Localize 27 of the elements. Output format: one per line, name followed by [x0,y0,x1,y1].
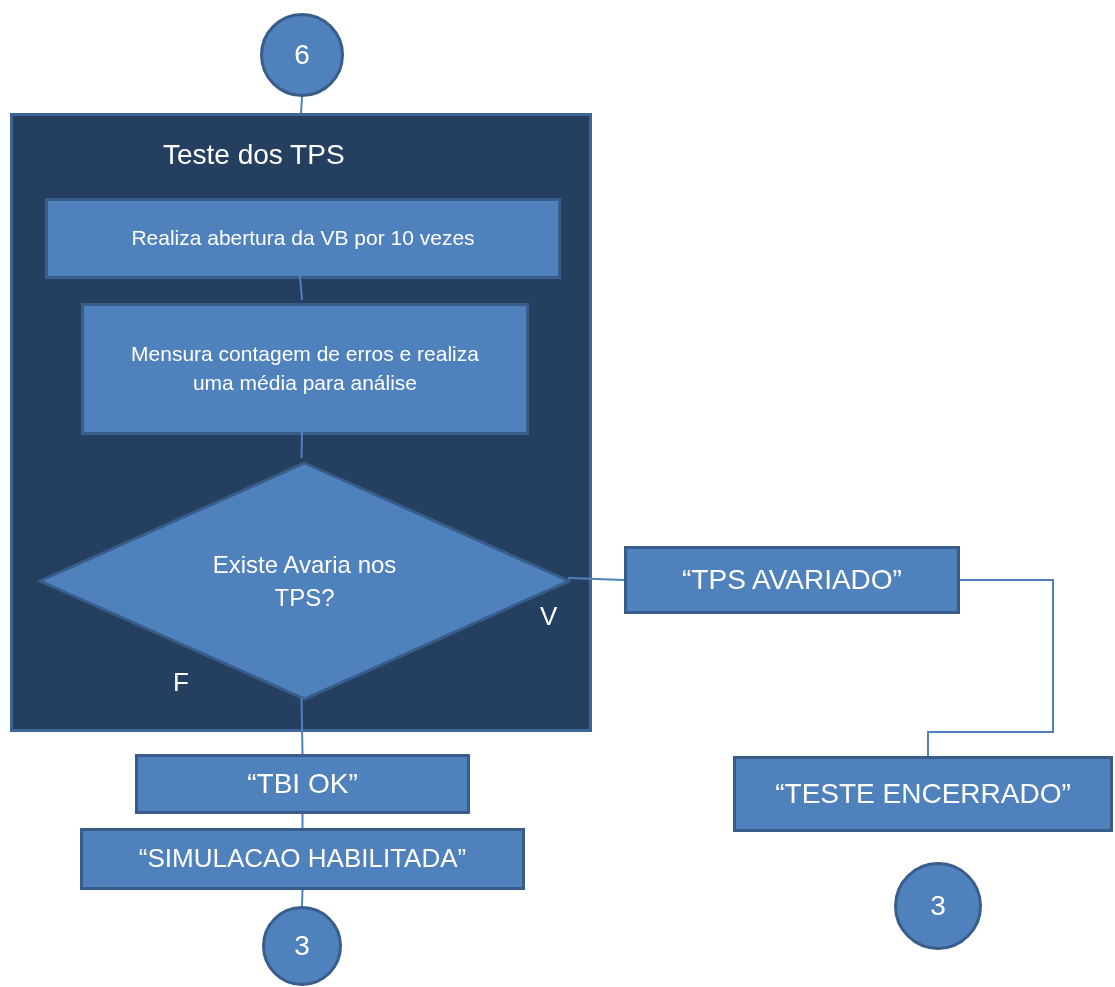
connector-line [300,96,303,114]
node-text: 6 [294,37,310,72]
node-text: “TPS AVARIADO” [682,562,902,597]
connector-line [927,579,1054,757]
node-text: “TBI OK” [247,766,358,801]
group-panel [10,113,592,732]
connector-line [301,889,304,907]
connector-line [301,813,304,829]
node-text: “SIMULACAO HABILITADA” [138,842,467,876]
process-box [733,756,1113,832]
connector-line [299,275,303,301]
process-box [81,303,529,435]
process-box [135,754,470,814]
node-text: 3 [930,888,946,923]
panel-title: Teste dos TPS [163,139,345,170]
process-box [45,198,561,279]
connector-line [300,697,304,755]
node-text: 3 [294,928,310,963]
node-text: Existe Avaria nos TPS? [211,550,398,613]
process-box [624,546,960,614]
node-text: Realiza abertura da VB por 10 vezes [131,225,475,252]
process-box [80,828,525,890]
decision-diamond [38,461,571,701]
node-text: Mensura contagem de erros e realiza uma média para análise [130,341,480,396]
connector-line [567,577,625,581]
connector-line [300,431,303,459]
node-text: “TESTE ENCERRADO” [775,776,1071,811]
